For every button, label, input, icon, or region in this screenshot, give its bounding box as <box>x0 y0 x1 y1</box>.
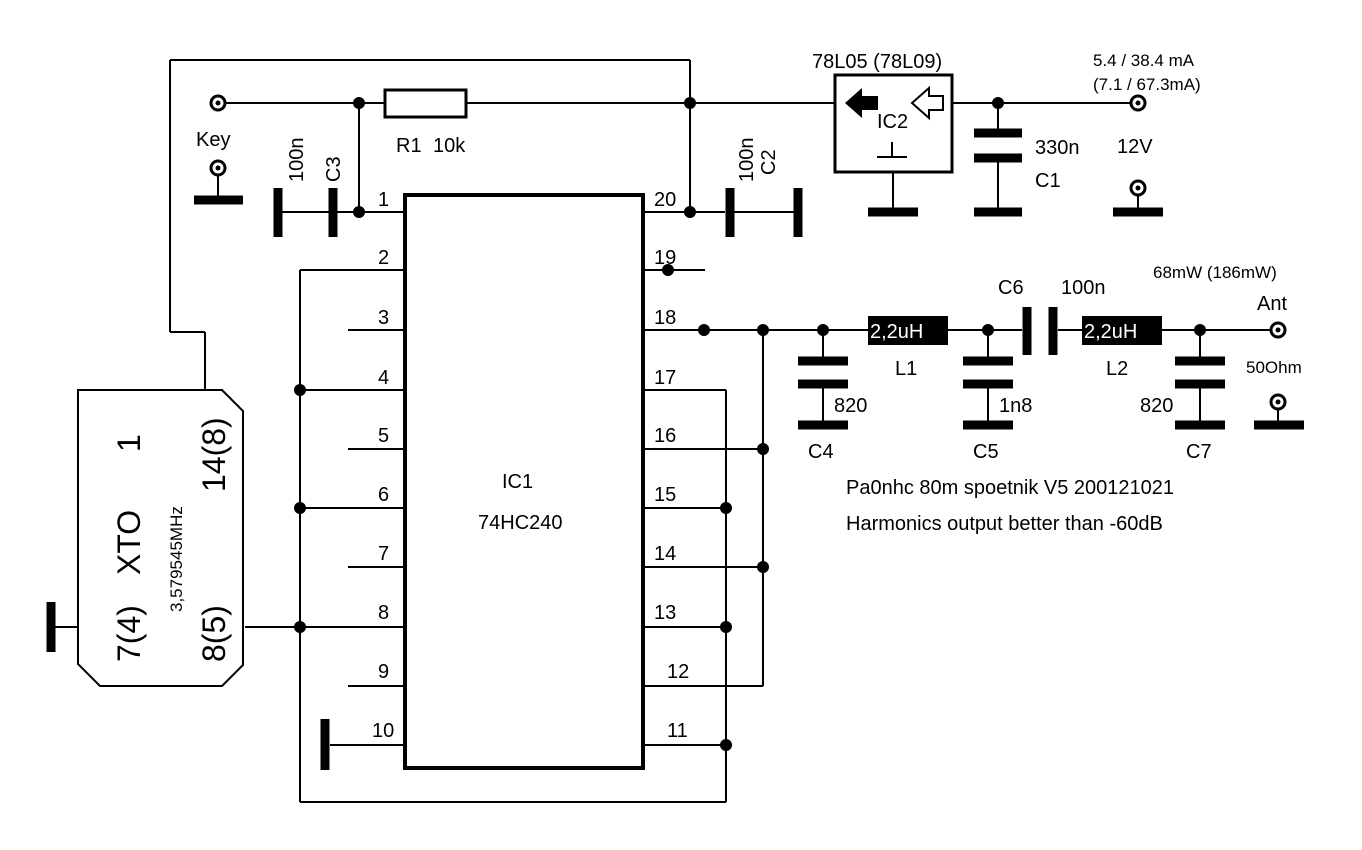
pin-label: 10 <box>372 720 394 742</box>
pin-label: 6 <box>378 484 389 506</box>
ic2-label: IC2 <box>877 111 908 133</box>
pin-label: 5 <box>378 425 389 447</box>
xto-label: XTO <box>111 510 147 575</box>
ic1-body <box>403 193 645 770</box>
supply-current-alt: (7.1 / 67.3mA) <box>1093 75 1201 94</box>
diagram-title: Pa0nhc 80m spoetnik V5 200121021 <box>846 477 1174 499</box>
ic2-type: 78L05 (78L09) <box>812 51 942 73</box>
ic1-label: IC1 <box>502 471 533 493</box>
inductor-l1 <box>868 316 948 345</box>
capacitor-c4 <box>798 356 848 389</box>
c2-value: 100n <box>736 138 758 183</box>
diagram-subtitle: Harmonics output better than -60dB <box>846 513 1163 535</box>
c4-label: C4 <box>808 441 834 463</box>
pin-label: 3 <box>378 307 389 329</box>
resistor-r1 <box>383 88 468 119</box>
impedance-label: 50Ohm <box>1246 358 1302 377</box>
capacitor-c5 <box>963 356 1013 389</box>
l2-value: 2,2uH <box>1084 321 1137 343</box>
ground-symbols <box>46 207 1225 770</box>
c6-value: 100n <box>1061 277 1106 299</box>
capacitor-c3 <box>273 188 338 237</box>
pin-label: 2 <box>378 247 389 269</box>
pin-label: 8 <box>378 602 389 624</box>
xto-package <box>77 389 244 687</box>
ic1-type: 74HC240 <box>478 512 563 534</box>
pin-label: 18 <box>654 307 676 329</box>
pin-label: 15 <box>654 484 676 506</box>
xto-pin14: 14(8) <box>196 417 232 492</box>
xto-pin7: 7(4) <box>111 605 147 662</box>
pin-label: 12 <box>667 661 689 683</box>
pin-label: 9 <box>378 661 389 683</box>
pin-label: 16 <box>654 425 676 447</box>
supply-voltage: 12V <box>1117 136 1153 158</box>
c7-label: C7 <box>1186 441 1212 463</box>
key-label: Key <box>196 129 230 151</box>
c4-value: 820 <box>834 395 867 417</box>
capacitor-c6 <box>1022 307 1058 355</box>
xto-frequency: 3,579545MHz <box>167 506 186 612</box>
c6-label: C6 <box>998 277 1024 299</box>
pin-label: 17 <box>654 367 676 389</box>
xto-pin8: 8(5) <box>196 605 232 662</box>
xto-pin1: 1 <box>111 434 147 452</box>
c1-value: 330n <box>1035 137 1080 159</box>
capacitor-c7 <box>1175 356 1225 389</box>
pin-label: 1 <box>378 189 389 211</box>
capacitor-c2 <box>725 188 803 237</box>
ic1-left-pins: 1 2 3 4 5 6 7 8 9 10 <box>372 189 394 742</box>
ant-label: Ant <box>1257 293 1287 315</box>
ic1-right-pins: 20 19 18 17 16 15 14 13 12 11 <box>654 189 689 742</box>
c5-label: C5 <box>973 441 999 463</box>
antenna-terminal <box>1254 321 1304 430</box>
c3-label: C3 <box>323 156 345 182</box>
supply-terminal <box>1113 94 1163 217</box>
key-terminal <box>194 94 243 205</box>
c5-value: 1n8 <box>999 395 1032 417</box>
pin-label: 20 <box>654 189 676 211</box>
pin-label: 7 <box>378 543 389 565</box>
inductor-l2 <box>1082 316 1162 345</box>
l1-label: L1 <box>895 358 917 380</box>
c3-value: 100n <box>286 138 308 183</box>
c1-label: C1 <box>1035 170 1061 192</box>
l2-label: L2 <box>1106 358 1128 380</box>
c7-value: 820 <box>1140 395 1173 417</box>
pin-label: 19 <box>654 247 676 269</box>
r1-value: 10k <box>433 135 466 157</box>
capacitor-c1 <box>974 128 1022 163</box>
r1-label: R1 <box>396 135 422 157</box>
l1-value: 2,2uH <box>870 321 923 343</box>
c2-label: C2 <box>758 149 780 175</box>
pin-label: 11 <box>667 720 688 742</box>
power-out: 68mW (186mW) <box>1153 263 1277 282</box>
regulator-ic2 <box>833 73 954 174</box>
pin-label: 13 <box>654 602 676 624</box>
supply-current: 5.4 / 38.4 mA <box>1093 51 1195 70</box>
pin-label: 4 <box>378 367 389 389</box>
pin-label: 14 <box>654 543 676 565</box>
